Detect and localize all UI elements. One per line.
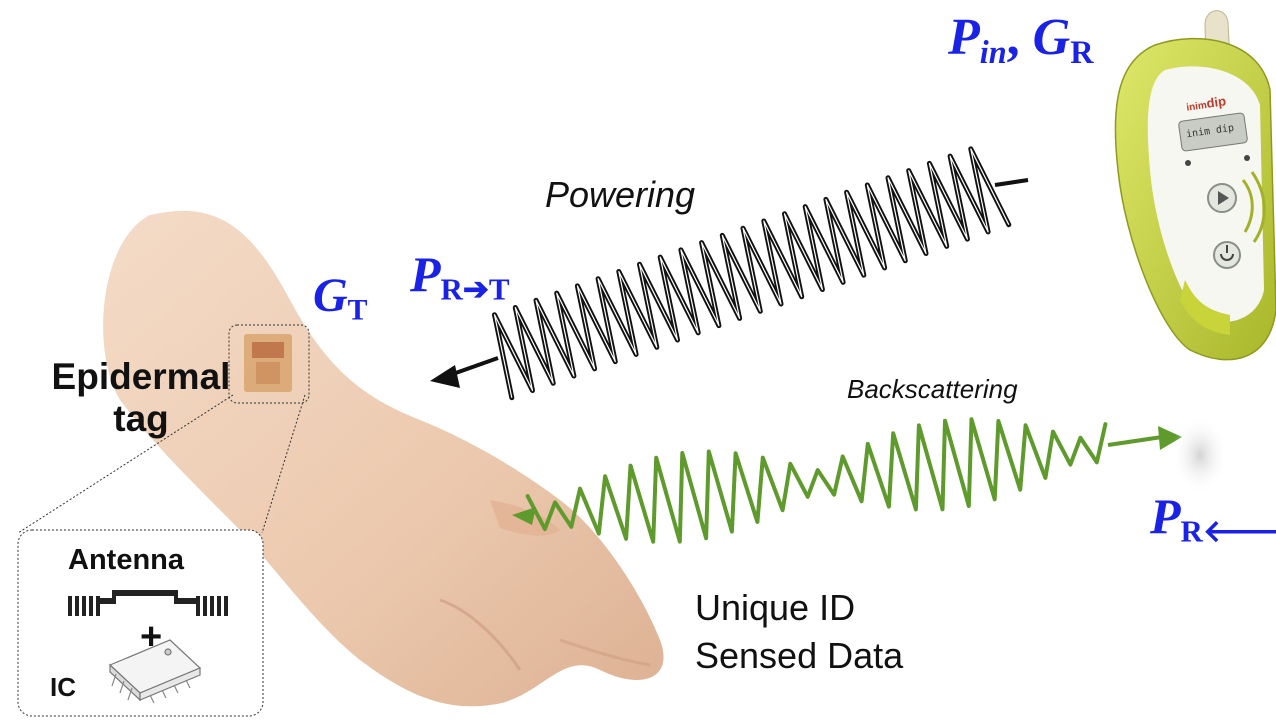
backscatter-arrowhead-right-icon bbox=[1158, 426, 1182, 450]
antenna-icon bbox=[68, 590, 228, 616]
unique-id-line: Unique ID bbox=[695, 587, 856, 628]
plus-sign: + bbox=[140, 616, 163, 658]
backscatter-wave bbox=[512, 415, 1228, 544]
reader-params-symbol: Pin, GR bbox=[948, 9, 1094, 71]
p-r-from-t-symbol: PR🡐T bbox=[1150, 488, 1276, 549]
zoom-line-left bbox=[17, 394, 234, 534]
epidermal-label-line1: Epidermal bbox=[51, 356, 231, 397]
epidermal-tag-label: Epidermal tag bbox=[36, 356, 246, 440]
tag-inset-box bbox=[17, 529, 264, 717]
epidermal-label-line2: tag bbox=[113, 398, 169, 439]
sensed-data-label: Unique ID Sensed Data bbox=[695, 584, 903, 680]
zoom-line-right bbox=[261, 394, 306, 534]
ic-label: IC bbox=[50, 672, 76, 702]
backscatter-arrowhead-left-icon bbox=[512, 507, 536, 525]
powering-label: Powering bbox=[545, 174, 696, 215]
sensed-data-line: Sensed Data bbox=[695, 635, 904, 676]
epidermal-tag-patch bbox=[228, 324, 310, 404]
backscattering-label: Backscattering bbox=[847, 374, 1018, 404]
p-in-symbol: P bbox=[948, 9, 980, 66]
rfid-reader-device bbox=[1114, 10, 1276, 361]
ic-chip-icon bbox=[108, 639, 202, 704]
powering-arrowhead-icon bbox=[430, 365, 460, 388]
p-r-to-t-symbol: PR➔T bbox=[410, 246, 510, 307]
g-t-symbol: GT bbox=[313, 269, 368, 327]
antenna-label: Antenna bbox=[68, 544, 184, 576]
g-r-symbol: G bbox=[1032, 9, 1071, 66]
powering-wave bbox=[430, 146, 1029, 401]
